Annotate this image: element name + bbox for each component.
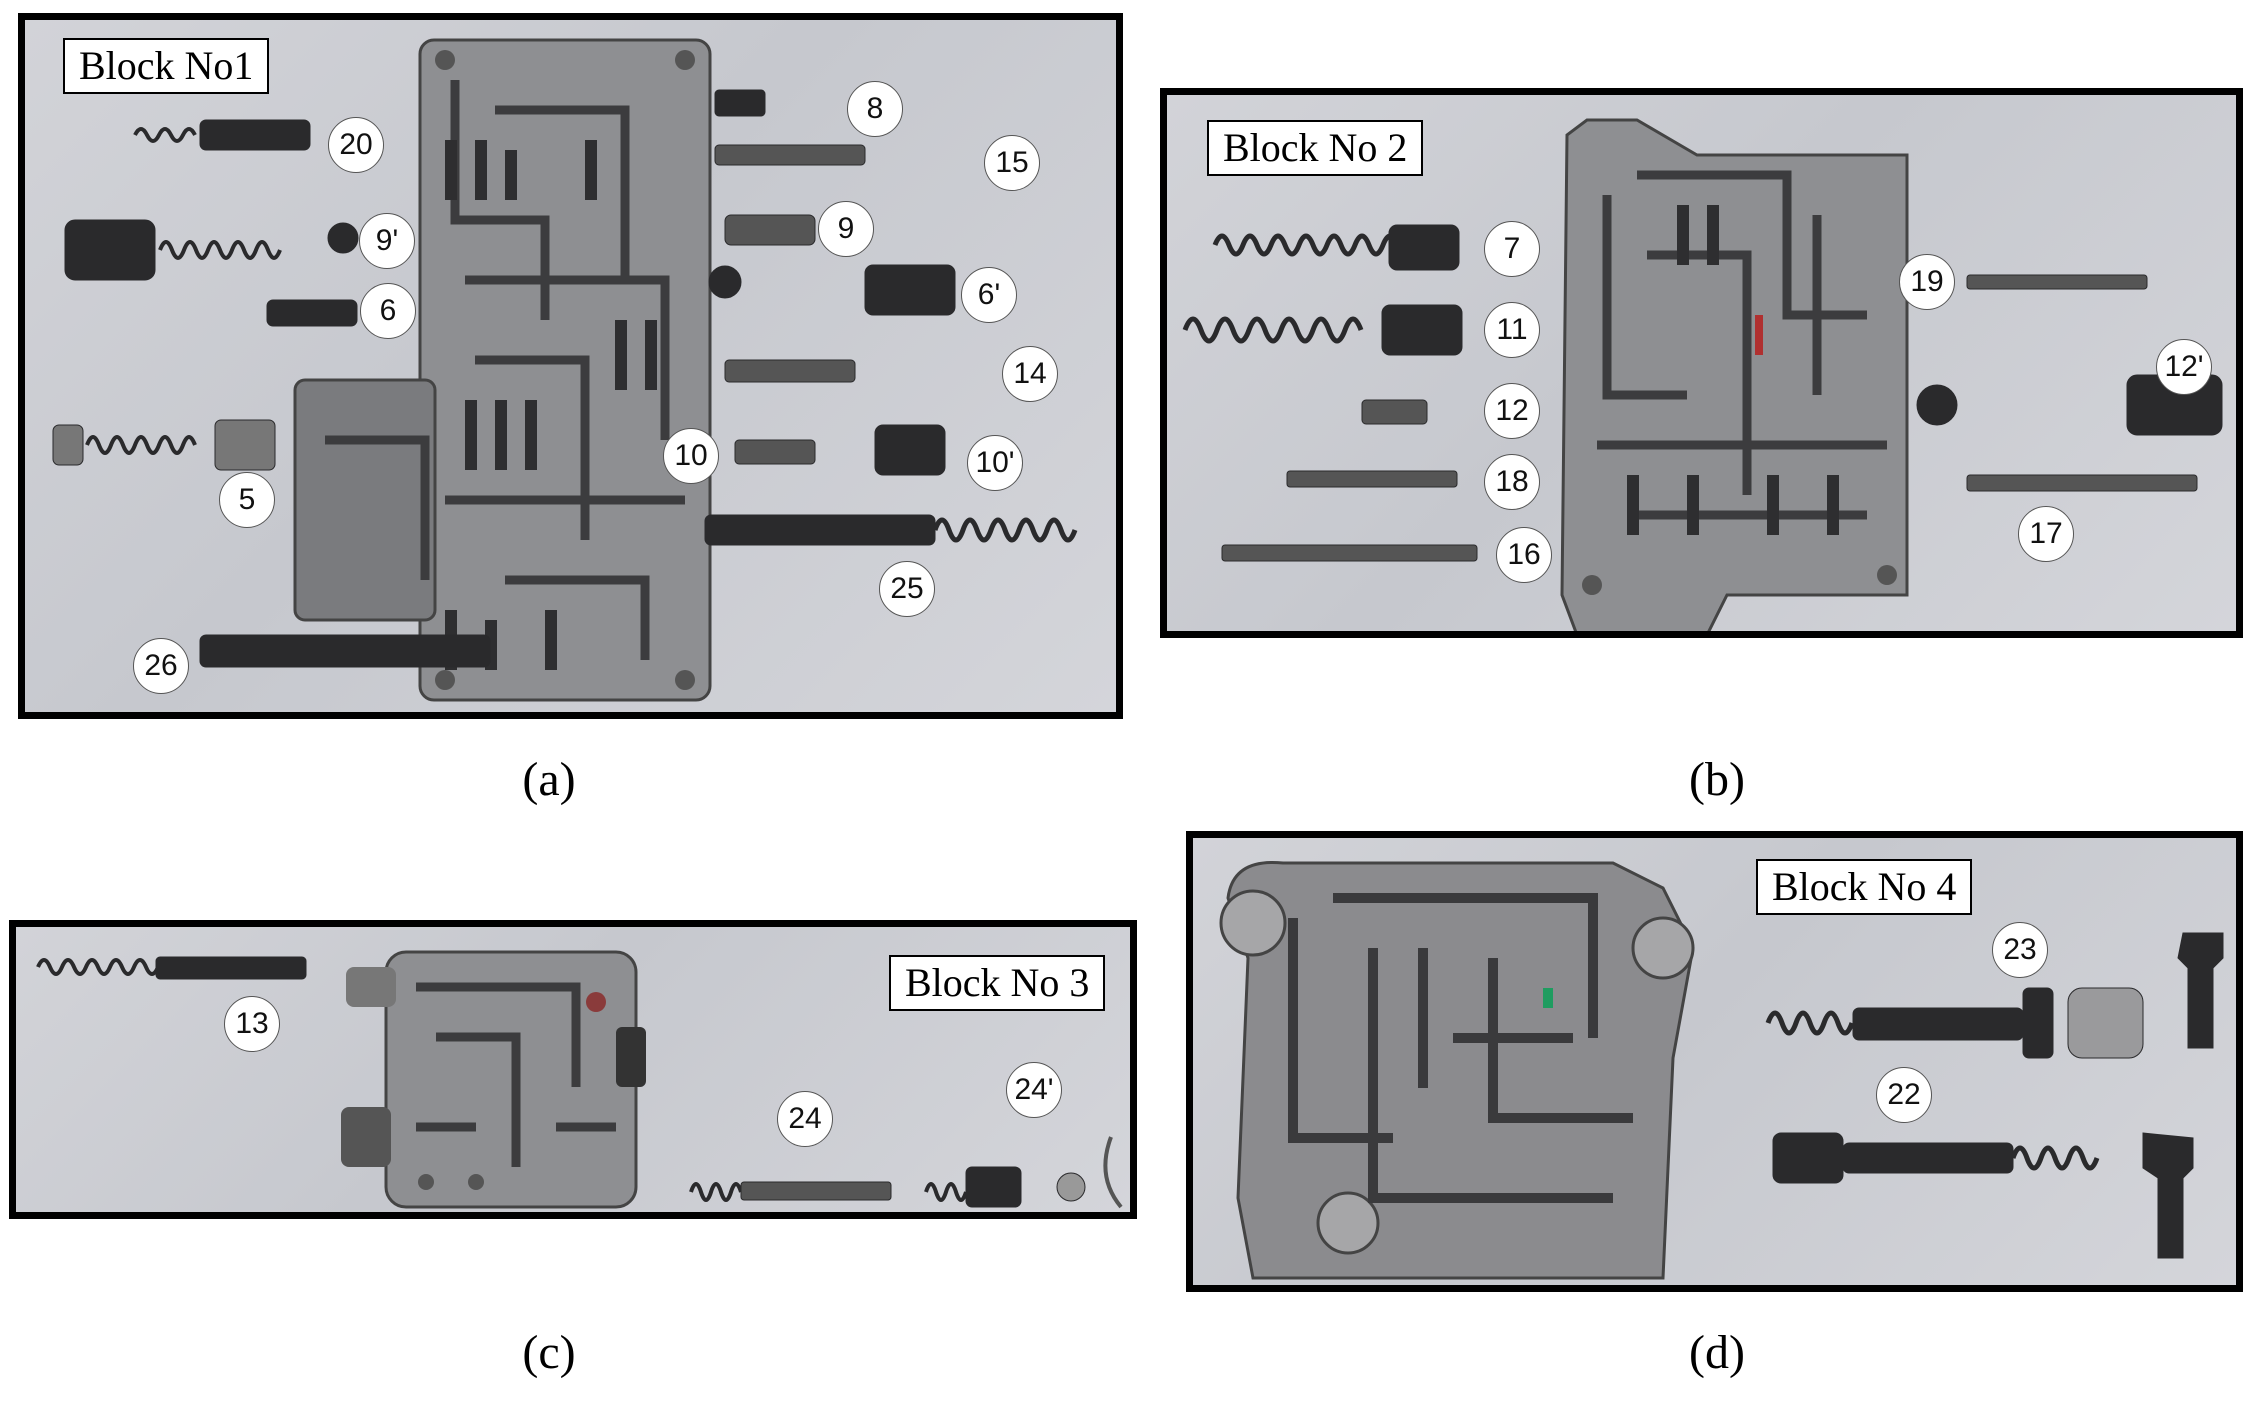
part-number: 14 [1002, 346, 1058, 402]
panel-caption: (b) [1689, 753, 1745, 806]
block-title: Block No1 [63, 38, 270, 94]
spool-parts-block-3 [36, 956, 1123, 1209]
panel-b: Block No 2 7 11 12 18 16 19 12' 17 [1160, 88, 2243, 638]
part-number: 17 [2018, 506, 2074, 562]
panel-c-photo [36, 950, 1123, 1209]
part-number: 16 [1496, 527, 1552, 583]
part-number: 10 [663, 428, 719, 484]
part-number: 8 [847, 81, 903, 137]
block-title: Block No 2 [1207, 120, 1424, 176]
valve-body-block-3 [341, 950, 646, 1209]
panel-caption: (d) [1689, 1326, 1745, 1379]
panel-c: Block No 3 13 24 24' [9, 920, 1137, 1219]
part-number: 10' [967, 435, 1023, 491]
part-number: 5 [219, 472, 275, 528]
part-number: 23 [1992, 922, 2048, 978]
valve-body-block-2 [1560, 118, 1909, 631]
spool-parts-block-4 [1765, 932, 2224, 1259]
part-number: 24 [777, 1091, 833, 1147]
spool-parts-block-1 [52, 89, 1078, 668]
panel-a: Block No1 20 8 15 9' 9 6 6' 14 5 10 10' … [18, 13, 1123, 719]
part-number: 13 [224, 996, 280, 1052]
part-number: 18 [1484, 454, 1540, 510]
panel-caption: (a) [522, 753, 576, 806]
panel-a-photo [52, 38, 1078, 702]
part-number: 15 [984, 135, 1040, 191]
part-number: 20 [328, 117, 384, 173]
part-number: 25 [879, 561, 935, 617]
part-number: 22 [1876, 1067, 1932, 1123]
panel-d: Block No 4 23 22 [1186, 831, 2243, 1292]
block-title: Block No 4 [1756, 859, 1973, 915]
part-number: 11 [1484, 302, 1540, 358]
block-title: Block No 3 [889, 955, 1106, 1011]
part-number: 6 [360, 283, 416, 339]
part-number: 7 [1484, 221, 1540, 277]
part-number: 24' [1006, 1062, 1062, 1118]
panel-b-photo [1182, 118, 2223, 631]
valve-body-block-4 [1219, 860, 1695, 1280]
panel-caption: (c) [522, 1326, 576, 1379]
part-number: 19 [1899, 254, 1955, 310]
part-number: 9' [359, 213, 415, 269]
part-number: 9 [818, 201, 874, 257]
part-number: 6' [961, 267, 1017, 323]
part-number: 12 [1484, 383, 1540, 439]
panel-d-photo [1219, 860, 2224, 1280]
part-number: 26 [133, 638, 189, 694]
valve-body-block-1 [293, 38, 712, 702]
part-number: 12' [2156, 339, 2212, 395]
